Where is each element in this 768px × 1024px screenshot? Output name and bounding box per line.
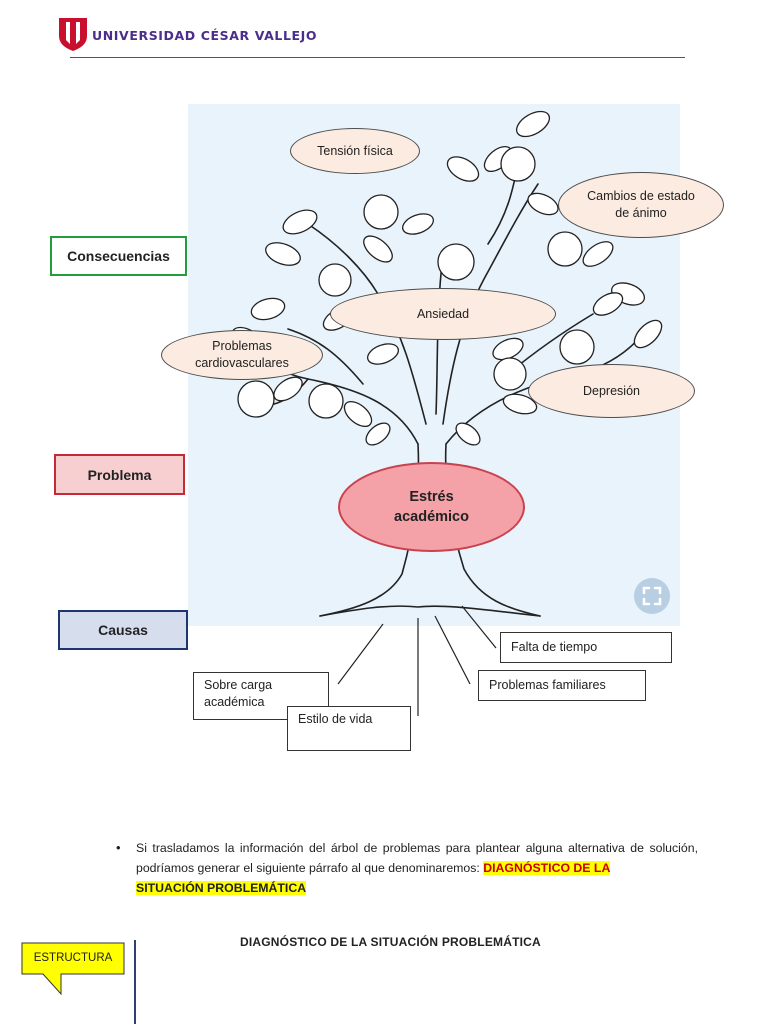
consequences-label: Consecuencias (50, 236, 187, 276)
cause-box: Estilo de vida (287, 706, 411, 751)
expand-icon[interactable] (634, 578, 670, 614)
consequence-oval: Tensión física (290, 128, 420, 174)
problem-text: Estrés académico (394, 489, 469, 525)
header-divider (70, 57, 685, 58)
paragraph-text: Si trasladamos la información del árbol … (136, 841, 698, 875)
structure-callout-shape (21, 942, 125, 996)
highlight-term: SITUACIÓN PROBLEMÁTICA (136, 881, 307, 895)
ucv-logo-icon (59, 18, 87, 51)
consequence-oval: Ansiedad (330, 288, 556, 340)
structure-callout: ESTRUCTURA (33, 952, 113, 964)
highlight-term: DIAGNÓSTICO DE LA (483, 861, 611, 875)
bullet-icon: • (116, 840, 121, 855)
intro-paragraph: Si trasladamos la información del árbol … (136, 838, 698, 898)
consequence-oval: Problemas cardiovasculares (161, 330, 323, 380)
consequence-text: Cambios de estado de ánimo (587, 189, 695, 220)
causes-label: Causas (58, 610, 188, 650)
vertical-divider (134, 940, 136, 1024)
university-name: UNIVERSIDAD CÉSAR VALLEJO (92, 28, 318, 43)
section-title: DIAGNÓSTICO DE LA SITUACIÓN PROBLEMÁTICA (240, 935, 541, 949)
cause-box: Falta de tiempo (500, 632, 672, 663)
problem-oval: Estrés académico (338, 462, 525, 552)
cause-text: Sobre carga académica (204, 678, 273, 709)
consequence-oval: Cambios de estado de ánimo (558, 172, 724, 238)
consequence-oval: Depresión (528, 364, 695, 418)
cause-box: Problemas familiares (478, 670, 646, 701)
problem-label: Problema (54, 454, 185, 495)
consequence-text: Problemas cardiovasculares (195, 339, 289, 370)
